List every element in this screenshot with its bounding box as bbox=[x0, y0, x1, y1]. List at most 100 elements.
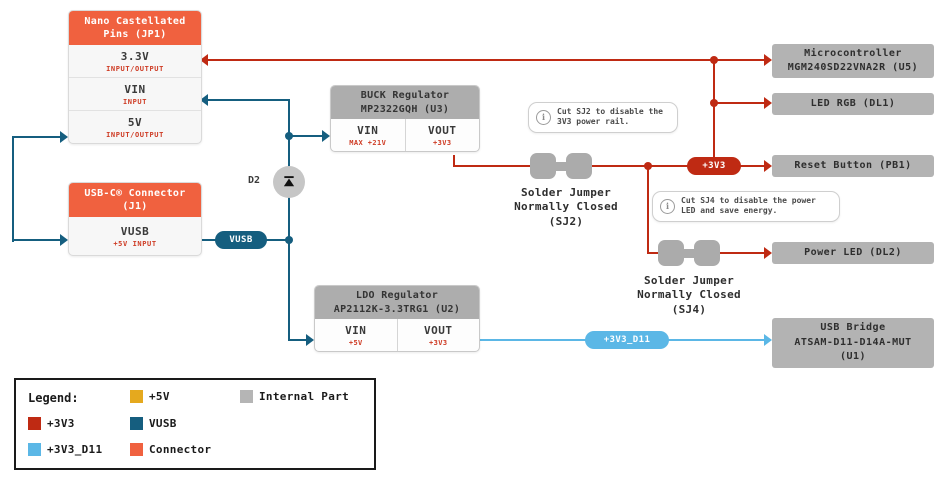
pin-rating: +3V3 bbox=[433, 139, 452, 147]
legend: Legend: +5V Internal Part +3V3 VUSB +3V3… bbox=[14, 378, 376, 470]
wire-segment bbox=[208, 59, 766, 61]
target-line: ATSAM-D11-D14A-MUT bbox=[794, 336, 912, 348]
ldo-cells: VIN +5V VOUT +3V3 bbox=[315, 319, 479, 351]
legend-label: VUSB bbox=[149, 417, 177, 430]
jumper-pad bbox=[658, 240, 684, 266]
diode-label: D2 bbox=[248, 175, 261, 186]
jumper-pad bbox=[694, 240, 720, 266]
wire-segment bbox=[718, 252, 764, 254]
ldo-title-line1: LDO Regulator bbox=[355, 290, 439, 301]
target-line: Reset Button (PB1) bbox=[794, 159, 912, 171]
nano-castellated-pins-box: Nano Castellated Pins (JP1) 3.3V INPUT/O… bbox=[68, 10, 202, 144]
wire-segment bbox=[713, 102, 764, 104]
color-swatch bbox=[28, 443, 41, 456]
sj2-label: Solder Jumper Normally Closed (SJ2) bbox=[496, 186, 636, 229]
sj4-label-line: Solder Jumper bbox=[644, 274, 734, 287]
arrowhead bbox=[764, 247, 772, 259]
arrowhead bbox=[60, 234, 68, 246]
wire-segment bbox=[453, 165, 536, 167]
pin-direction: INPUT/OUTPUT bbox=[106, 65, 164, 73]
vusb-net-pill: VUSB bbox=[215, 231, 267, 249]
buck-title-line1: BUCK Regulator bbox=[360, 90, 450, 101]
buck-regulator-box: BUCK Regulator MP2322GQH (U3) VIN MAX +2… bbox=[330, 85, 480, 152]
usb-c-header: USB-C® Connector (J1) bbox=[69, 183, 201, 217]
legend-item-3v3-d11: +3V3_D11 bbox=[28, 443, 102, 456]
pin-name: VOUT bbox=[428, 124, 457, 137]
led-rgb-box: LED RGB (DL1) bbox=[772, 93, 934, 115]
pin-direction: INPUT/OUTPUT bbox=[106, 131, 164, 139]
arrowhead bbox=[764, 160, 772, 172]
color-swatch bbox=[28, 417, 41, 430]
buck-title-line2: MP2322GQH (U3) bbox=[360, 103, 450, 115]
target-line: LED RGB (DL1) bbox=[810, 97, 896, 109]
legend-label: +3V3 bbox=[47, 417, 75, 430]
ldo-vout-cell: VOUT +3V3 bbox=[396, 319, 480, 351]
wire-segment bbox=[592, 165, 688, 167]
power-led-box: Power LED (DL2) bbox=[772, 242, 934, 264]
wire-segment bbox=[12, 136, 60, 138]
sj2-label-line: (SJ2) bbox=[548, 214, 584, 228]
arrowhead bbox=[200, 54, 208, 66]
junction-dot bbox=[644, 162, 652, 170]
legend-label: Connector bbox=[149, 443, 212, 456]
junction-dot bbox=[710, 99, 718, 107]
wire-segment bbox=[740, 165, 764, 167]
ldo-regulator-box: LDO Regulator AP2112K-3.3TRG1 (U2) VIN +… bbox=[314, 285, 480, 352]
pin-rating: MAX +21V bbox=[349, 139, 387, 147]
legend-label: Internal Part bbox=[259, 390, 349, 403]
buck-vout-cell: VOUT +3V3 bbox=[404, 119, 480, 151]
arrowhead bbox=[764, 97, 772, 109]
arrowhead bbox=[60, 131, 68, 143]
pin-row-vin: VIN INPUT bbox=[69, 77, 201, 110]
pin-name: 3.3V bbox=[120, 50, 150, 63]
p3v3-net-pill: +3V3 bbox=[687, 157, 741, 175]
pin-name: 5V bbox=[127, 116, 143, 129]
target-line: (U1) bbox=[839, 351, 867, 363]
wire-segment bbox=[288, 240, 290, 341]
jumper-pad bbox=[566, 153, 592, 179]
nano-pins-header: Nano Castellated Pins (JP1) bbox=[69, 11, 201, 45]
pin-name: VIN bbox=[124, 83, 146, 96]
pin-rating: +3V3 bbox=[429, 339, 448, 347]
wire-segment bbox=[12, 137, 14, 242]
target-line: Microcontroller bbox=[804, 47, 902, 59]
wire-segment bbox=[647, 166, 649, 254]
legend-item-vusb: VUSB bbox=[130, 417, 177, 430]
junction-dot bbox=[710, 56, 718, 64]
jumper-bridge bbox=[680, 248, 698, 258]
info-icon bbox=[660, 198, 675, 214]
sj4-label: Solder Jumper Normally Closed (SJ4) bbox=[619, 274, 759, 317]
solder-jumper-sj4 bbox=[658, 240, 720, 266]
ldo-vin-cell: VIN +5V bbox=[315, 319, 397, 351]
pin-row-vusb: VUSB +5V INPUT bbox=[69, 217, 201, 255]
buck-vin-cell: VIN MAX +21V bbox=[331, 119, 405, 151]
legend-label: +3V3_D11 bbox=[47, 443, 103, 456]
pin-name: VOUT bbox=[424, 324, 453, 337]
legend-item-internal-part: Internal Part bbox=[240, 390, 349, 403]
arrowhead bbox=[322, 130, 330, 142]
color-swatch bbox=[240, 390, 253, 403]
wire-segment bbox=[713, 60, 715, 166]
diode-icon bbox=[283, 176, 295, 187]
pin-rating: +5V bbox=[348, 339, 363, 347]
wire-segment bbox=[647, 252, 661, 254]
solder-jumper-sj2 bbox=[530, 153, 592, 179]
wire-segment bbox=[453, 155, 455, 167]
sj2-label-line: Solder Jumper bbox=[521, 186, 611, 199]
usb-bridge-box: USB Bridge ATSAM-D11-D14A-MUT (U1) bbox=[772, 318, 934, 368]
wire-segment bbox=[288, 339, 306, 341]
color-swatch bbox=[130, 443, 143, 456]
sj4-label-line: (SJ4) bbox=[671, 302, 707, 316]
buck-regulator-header: BUCK Regulator MP2322GQH (U3) bbox=[331, 86, 479, 119]
target-line: MGM240SD22VNA2R (U5) bbox=[787, 62, 919, 73]
arrowhead bbox=[306, 334, 314, 346]
pin-direction: +5V INPUT bbox=[113, 240, 157, 248]
note-sj2: Cut SJ2 to disable the 3V3 power rail. bbox=[528, 102, 678, 133]
legend-item-3v3: +3V3 bbox=[28, 417, 75, 430]
legend-title: Legend: bbox=[28, 391, 79, 405]
wire-segment bbox=[208, 99, 290, 101]
arrowhead bbox=[764, 334, 772, 346]
diode-d2 bbox=[273, 166, 305, 198]
info-icon bbox=[536, 109, 551, 125]
microcontroller-box: Microcontroller MGM240SD22VNA2R (U5) bbox=[772, 44, 934, 78]
